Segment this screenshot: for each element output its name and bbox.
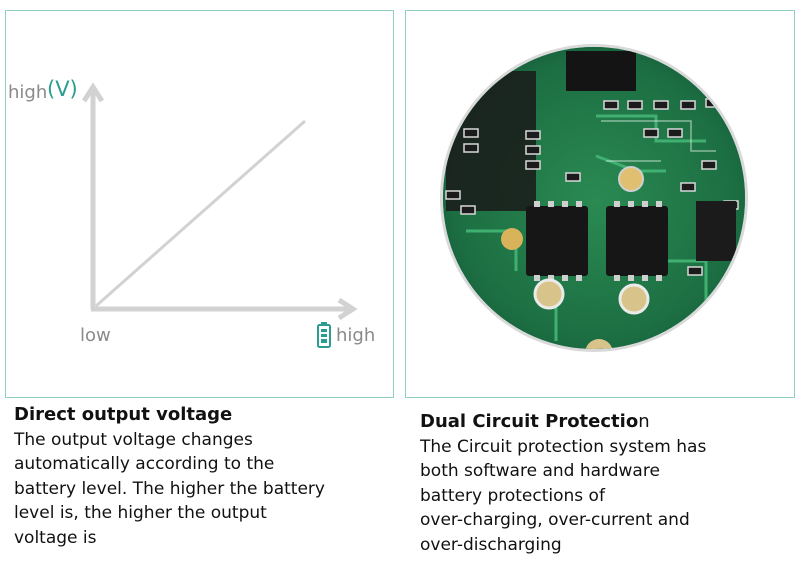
voltage-trend-line: [95, 119, 306, 308]
circuit-board-panel: [405, 10, 795, 398]
voltage-diagram-panel: high (V) low high: [5, 10, 394, 398]
y-axis-unit-label: (V): [47, 77, 78, 101]
ic-chip-right: [606, 206, 668, 276]
protection-caption-body: The Circuit protection system has both s…: [420, 437, 707, 555]
voltage-caption-title: Direct output voltage: [14, 404, 233, 425]
y-axis-arrow: [81, 82, 105, 103]
voltage-caption-body: The output voltage changes automatically…: [14, 430, 325, 548]
circuit-board: [443, 47, 745, 349]
battery-icon: [317, 322, 331, 348]
protection-caption-title-tail: n: [638, 411, 650, 432]
x-axis-low-label: low: [80, 325, 111, 346]
x-axis-high-label: high: [336, 325, 375, 346]
circuit-board-image: [440, 44, 748, 352]
voltage-diagram: high (V) low high: [8, 77, 375, 348]
ic-chip-left: [526, 206, 588, 276]
protection-caption-title-bold: Dual Circuit Protectio: [420, 411, 639, 432]
x-axis-arrow: [337, 297, 358, 321]
protection-caption-title: Dual Circuit Protection: [420, 411, 650, 433]
y-axis-high-label: high: [8, 82, 47, 103]
